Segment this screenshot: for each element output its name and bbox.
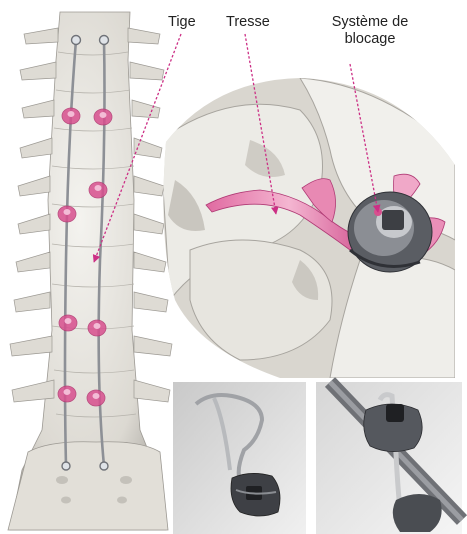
implant-photo-left	[173, 382, 306, 534]
label-systeme-de-blocage: Système de blocage	[311, 14, 429, 48]
implant-photo-right	[316, 382, 462, 534]
zoomed-detail-view	[160, 70, 460, 380]
label-tresse: Tresse	[226, 14, 270, 31]
locking-implant	[348, 192, 432, 272]
label-tige: Tige	[168, 14, 196, 31]
spine-illustration	[8, 12, 172, 530]
